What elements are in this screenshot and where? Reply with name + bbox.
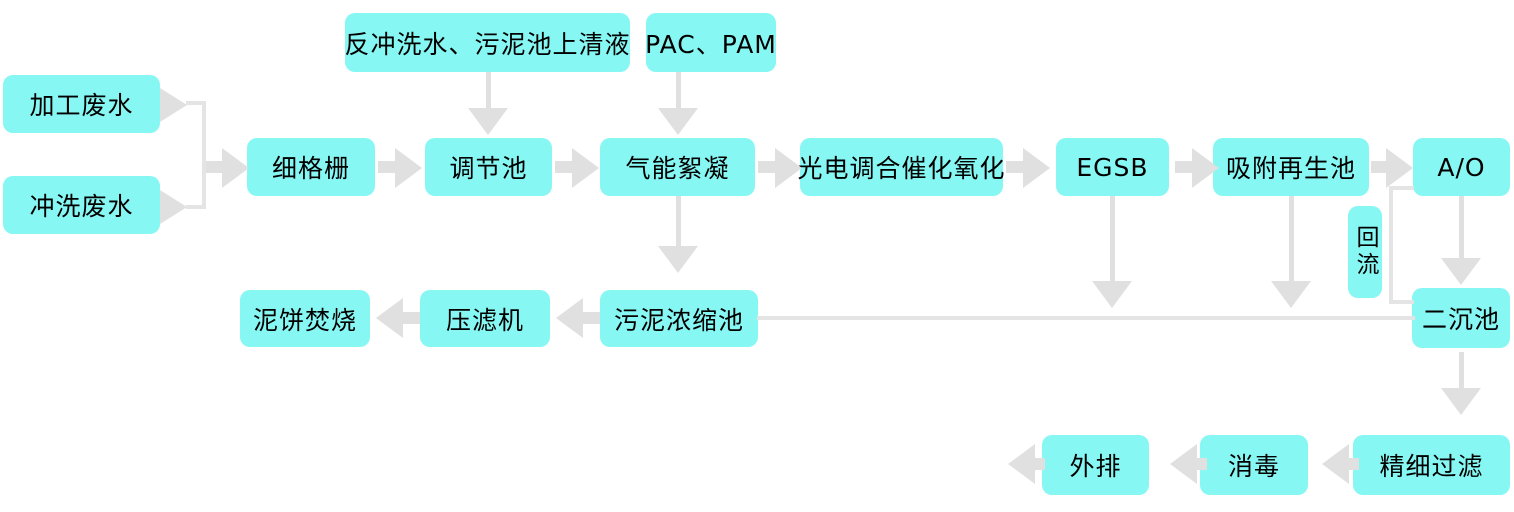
arrow-gas-flocculation-to-oxidation-tail <box>758 161 775 173</box>
node-disinfection: 消毒 <box>1200 435 1308 495</box>
arrow-pac-pam-to-gas-flocculation-stem <box>676 72 681 110</box>
arrow-regulating-tank-to-gas-flocculation-tail <box>555 161 572 173</box>
arrow-pac-pam-to-gas-flocculation-head <box>658 108 698 135</box>
arrow-fine-filtration-to-disinfection-tail <box>1349 458 1359 470</box>
node-sludge-cake-incineration: 泥饼焚烧 <box>240 290 370 347</box>
arrow-egsb-to-adsorption-head <box>1192 148 1219 188</box>
arrow-disinfection-to-discharge-tail <box>1197 458 1207 470</box>
arrow-gas-flocculation-to-oxidation-head <box>775 148 802 188</box>
arrow-fine-screen-to-regulating-tank-head <box>395 148 422 188</box>
node-gas-flocculation: 气能絮凝 <box>600 138 755 196</box>
node-secondary-sedimentation-tank: 二沉池 <box>1412 288 1510 348</box>
merge-bracket-vertical <box>202 101 206 209</box>
arrow-regulating-tank-to-gas-flocculation-head <box>572 148 599 188</box>
node-backwash-supernatant: 反冲洗水、污泥池上清液 <box>345 13 630 72</box>
arrow-secondary-sedimentation-to-fine-filtration-stem <box>1459 352 1464 390</box>
node-photoelectric-catalytic-oxidation: 光电调合催化氧化 <box>798 138 1005 196</box>
merge-bracket-top-stub <box>186 101 206 105</box>
arrow-discharge-outflow-tail <box>1035 458 1045 470</box>
arrow-filter-press-to-incineration-tail <box>403 312 420 324</box>
arrow-processing-wastewater-head <box>160 88 187 122</box>
node-fine-filtration: 精细过滤 <box>1353 435 1510 495</box>
arrow-egsb-to-sludge-line-head <box>1092 281 1132 308</box>
node-egsb: EGSB <box>1056 138 1169 196</box>
arrow-fine-screen-to-regulating-tank-tail <box>378 161 395 173</box>
arrow-gas-flocculation-to-thickener-stem <box>676 196 681 248</box>
arrow-secondary-sedimentation-to-fine-filtration-head <box>1441 388 1481 415</box>
node-filter-press: 压滤机 <box>420 290 550 347</box>
arrow-adsorption-to-sludge-line-head <box>1271 281 1311 308</box>
node-reflux-label: 回流 <box>1348 206 1382 298</box>
arrow-fine-filtration-to-disinfection-head <box>1322 444 1349 484</box>
arrow-oxidation-to-egsb-tail <box>1006 161 1023 173</box>
arrow-merge-to-fine-screen-head <box>222 148 249 188</box>
node-processing-wastewater: 加工废水 <box>3 75 160 133</box>
node-ao: A/O <box>1413 138 1510 196</box>
node-rinsing-wastewater: 冲洗废水 <box>3 176 160 234</box>
reflux-line-bottom-stub <box>1389 300 1414 304</box>
node-adsorption-regeneration-tank: 吸附再生池 <box>1213 138 1369 196</box>
arrow-ao-to-secondary-sedimentation-head <box>1441 258 1481 285</box>
arrow-gas-flocculation-to-thickener-head <box>658 246 698 273</box>
arrow-adsorption-to-ao-head <box>1386 148 1413 188</box>
node-discharge: 外排 <box>1042 435 1149 495</box>
node-pac-pam: PAC、PAM <box>645 13 776 72</box>
sludge-collection-line <box>757 316 1415 320</box>
arrow-adsorption-to-sludge-line-stem <box>1289 196 1294 283</box>
arrow-adsorption-to-ao-tail <box>1371 161 1387 173</box>
merge-bracket-bottom-stub <box>186 205 206 209</box>
reflux-line-vertical <box>1389 186 1393 304</box>
arrow-thickener-to-filter-press-head <box>556 298 583 338</box>
arrow-discharge-outflow-head <box>1008 444 1035 484</box>
node-fine-screen: 细格栅 <box>247 138 375 196</box>
node-sludge-thickening-tank: 污泥浓缩池 <box>600 290 758 347</box>
arrow-oxidation-to-egsb-head <box>1023 148 1050 188</box>
arrow-ao-to-secondary-sedimentation-stem <box>1459 196 1464 260</box>
arrow-backwash-to-regulating-tank-stem <box>486 72 491 110</box>
arrow-disinfection-to-discharge-head <box>1170 444 1197 484</box>
reflux-line-top-stub <box>1389 186 1414 190</box>
arrow-rinsing-wastewater-head <box>160 190 187 224</box>
arrow-backwash-to-regulating-tank-head <box>468 108 508 135</box>
arrow-egsb-to-sludge-line-stem <box>1110 196 1115 283</box>
node-regulating-tank: 调节池 <box>425 138 552 196</box>
arrow-filter-press-to-incineration-head <box>376 298 403 338</box>
arrow-egsb-to-adsorption-tail <box>1175 161 1192 173</box>
arrow-merge-to-fine-screen-tail <box>206 161 223 173</box>
arrow-thickener-to-filter-press-tail <box>583 312 600 324</box>
